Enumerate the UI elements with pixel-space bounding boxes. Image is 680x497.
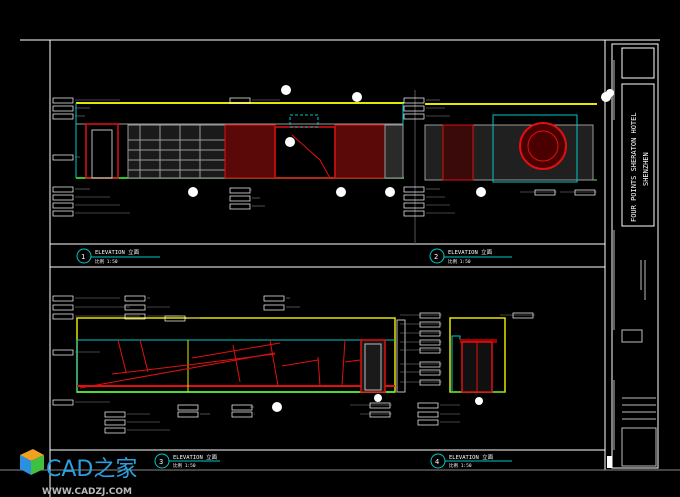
material-tag [177,411,199,418]
view-number: 1 [81,253,85,261]
sheet-frame [0,39,680,497]
section-marker-icon [601,92,611,102]
material-tag [419,347,441,354]
project-city: SHENZHEN [642,152,650,186]
material-tag [124,295,146,302]
material-tag [417,411,439,418]
view-title: ELEVATION 立面 [95,248,140,256]
material-tag [52,186,74,193]
material-tag [52,349,74,356]
view-title: ELEVATION 立面 [173,453,218,461]
view-number: 3 [159,458,163,466]
material-tag [369,411,391,418]
section-marker-icon [385,187,395,197]
section-marker-icon [272,402,282,412]
cube-logo-icon [20,449,44,475]
material-tag [263,304,285,311]
view-scale: 比例 1:50 [448,258,471,265]
material-tag [164,315,186,322]
material-tag [369,402,391,409]
material-tag [52,295,74,302]
view-number: 2 [434,253,438,261]
elevation-1[interactable] [75,85,404,197]
material-tag [124,304,146,311]
material-tag [104,427,126,434]
cadzj-watermark: CAD之家 WWW.CADZJ.COM [20,449,137,497]
view-scale: 比例 1:50 [173,462,196,469]
material-tag [403,202,425,209]
material-tag [52,304,74,311]
project-title: FOUR POINTS SHERATON HOTEL [630,112,638,222]
material-tag [417,419,439,426]
material-tag [403,210,425,217]
material-tag [52,194,74,201]
material-tag [229,187,251,194]
material-tag [231,411,253,418]
view-number: 4 [435,458,439,466]
watermark-logo-text: CAD之家 [46,457,137,482]
section-marker-icon [374,394,382,402]
view-scale: 比例 1:50 [95,258,118,265]
material-tag [403,105,425,112]
material-tag [574,189,596,196]
section-marker-icon [475,397,483,405]
section-marker-icon [188,187,198,197]
section-marker-icon [352,92,362,102]
view-title-1: 1 ELEVATION 立面 比例 1:50 [76,248,160,265]
elevation-3[interactable] [76,317,406,412]
material-tag [419,312,441,319]
view-scale: 比例 1:50 [449,462,472,469]
material-tag [52,154,74,161]
section-marker-icon [285,137,295,147]
watermark-url: WWW.CADZJ.COM [42,487,132,497]
title-block: FOUR POINTS SHERATON HOTEL SHENZHEN [606,47,657,468]
section-marker-icon [476,187,486,197]
view-title: ELEVATION 立面 [448,248,493,256]
material-tag [52,97,74,104]
section-marker-icon [281,85,291,95]
material-tag [419,330,441,337]
view-title: ELEVATION 立面 [449,453,494,461]
material-tag [229,203,251,210]
material-tag [52,313,74,320]
material-tag [104,419,126,426]
material-tag [263,295,285,302]
material-tag [419,361,441,368]
view-title-2: 2 ELEVATION 立面 比例 1:50 [429,248,512,265]
material-tag [403,97,425,104]
elevation-4[interactable] [449,317,506,405]
material-tag [124,313,146,320]
view-title-4: 4 ELEVATION 立面 比例 1:50 [430,453,512,469]
material-tag [52,113,74,120]
material-tag [229,195,251,202]
material-tag [419,339,441,346]
section-marker-icon [336,187,346,197]
material-tag [229,97,251,104]
material-tag [419,379,441,386]
view-title-3: 3 ELEVATION 立面 比例 1:50 [154,453,220,469]
material-tag [52,105,74,112]
material-callout-tags [52,97,597,434]
material-tag [104,411,126,418]
material-tag [534,189,556,196]
material-tag [177,404,199,411]
material-tag [403,194,425,201]
material-tag [417,402,439,409]
material-tag [52,202,74,209]
material-tag [52,399,74,406]
material-tag [231,404,253,411]
material-tag [512,312,534,319]
material-tag [419,369,441,376]
material-tag [52,210,74,217]
elevation-2[interactable] [424,92,611,197]
material-tag [419,321,441,328]
material-tag [403,113,425,120]
material-tag [403,186,425,193]
